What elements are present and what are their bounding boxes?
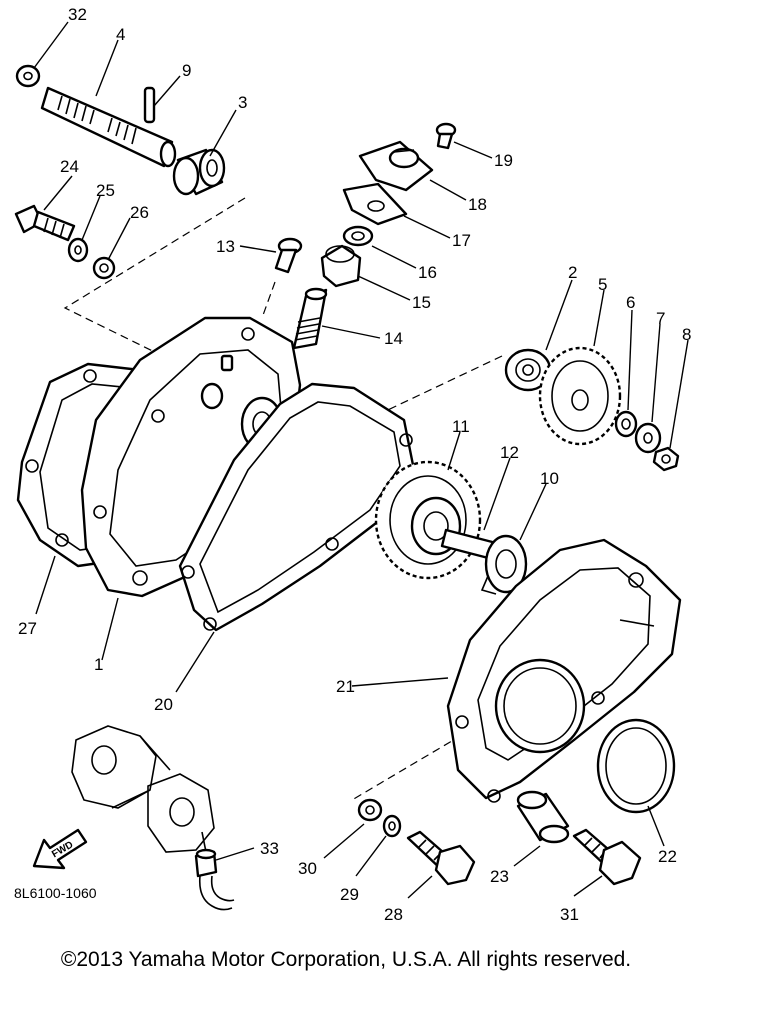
label-16: 16: [418, 263, 437, 282]
part-22-o-ring: [596, 718, 676, 814]
label-17: 17: [452, 231, 471, 250]
leader-lines: [33, 21, 689, 899]
fwd-arrow-icon: FWD: [32, 828, 88, 870]
part-6-washer: [614, 410, 638, 438]
part-24-bolt: [14, 204, 76, 242]
part-32-washer: [15, 64, 41, 88]
part-18-cap: [358, 140, 434, 192]
part-31-bolt: [572, 828, 642, 886]
part-11-gear: [374, 460, 482, 580]
label-7: 7: [656, 309, 665, 328]
part-10-bearing: [480, 534, 528, 595]
label-1: 1: [94, 655, 103, 674]
label-20: 20: [154, 695, 173, 714]
part-13-screw: [274, 237, 303, 274]
label-21: 21: [336, 677, 355, 696]
part-23-collar: [516, 790, 570, 844]
part-3-bushing: [172, 148, 226, 196]
part-labels: 32 4 9 3 24 25 26 13 19 18 17 16 15 14 2…: [18, 5, 691, 924]
part-9-pin: [143, 86, 156, 124]
part-21-cover: [446, 538, 682, 803]
label-15: 15: [412, 293, 431, 312]
label-33: 33: [260, 839, 279, 858]
label-24: 24: [60, 157, 79, 176]
label-25: 25: [96, 181, 115, 200]
part-26-washer: [92, 256, 116, 280]
label-9: 9: [182, 61, 191, 80]
diagram-code: 8L6100-1060: [14, 885, 97, 901]
part-5-sprocket: [538, 346, 622, 446]
exploded-parts-diagram: FWD 32: [14, 5, 691, 924]
label-11: 11: [452, 417, 470, 436]
part-4-shaft: [40, 86, 177, 168]
label-27: 27: [18, 619, 37, 638]
label-10: 10: [540, 469, 559, 488]
part-17-gasket: [342, 182, 408, 226]
label-13: 13: [216, 237, 235, 256]
label-14: 14: [384, 329, 403, 348]
label-6: 6: [626, 293, 635, 312]
part-7-washer: [634, 422, 662, 454]
label-28: 28: [384, 905, 403, 924]
label-4: 4: [116, 25, 125, 44]
inset-bracket-assembly: [71, 725, 215, 853]
part-8-nut: [652, 446, 680, 472]
part-33-fitting: [194, 848, 235, 911]
part-14-gear-shaft: [292, 287, 328, 350]
copyright-notice: ©2013 Yamaha Motor Corporation, U.S.A. A…: [60, 948, 632, 971]
label-2: 2: [568, 263, 577, 282]
part-2-bearing: [504, 348, 552, 392]
part-15-bushing: [320, 244, 362, 288]
part-16-seal: [342, 225, 374, 247]
label-23: 23: [490, 867, 509, 886]
part-19-bolt: [435, 122, 457, 150]
label-29: 29: [340, 885, 359, 904]
label-8: 8: [682, 325, 691, 344]
label-22: 22: [658, 847, 677, 866]
part-25-lock-washer: [67, 237, 89, 263]
label-32: 32: [68, 5, 87, 24]
part-30-washer: [357, 798, 383, 822]
label-26: 26: [130, 203, 149, 222]
label-3: 3: [238, 93, 247, 112]
part-28-bolt: [406, 830, 476, 886]
label-5: 5: [598, 275, 607, 294]
label-31: 31: [560, 905, 579, 924]
label-12: 12: [500, 443, 519, 462]
label-18: 18: [468, 195, 487, 214]
label-19: 19: [494, 151, 513, 170]
part-29-lock-washer: [382, 814, 402, 838]
label-30: 30: [298, 859, 317, 878]
